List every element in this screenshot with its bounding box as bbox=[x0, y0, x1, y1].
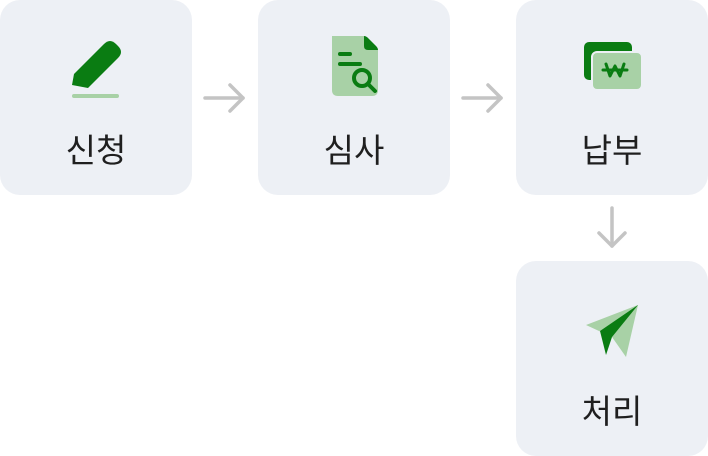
step-label: 신청 bbox=[65, 131, 127, 170]
step-card-payment: 납부 bbox=[516, 0, 708, 195]
step-label: 심사 bbox=[323, 131, 385, 170]
arrow-right-icon bbox=[203, 83, 245, 113]
step-card-process: 처리 bbox=[516, 261, 708, 456]
paper-plane-icon bbox=[582, 293, 642, 361]
won-banknote-icon bbox=[582, 32, 642, 100]
step-card-apply: 신청 bbox=[0, 0, 192, 195]
arrow-down-icon bbox=[597, 206, 627, 248]
step-card-review: 심사 bbox=[258, 0, 450, 195]
step-label: 처리 bbox=[581, 392, 643, 431]
step-label: 납부 bbox=[581, 131, 643, 170]
document-search-icon bbox=[324, 32, 384, 100]
arrow-right-icon bbox=[461, 83, 503, 113]
pencil-icon bbox=[66, 32, 126, 100]
